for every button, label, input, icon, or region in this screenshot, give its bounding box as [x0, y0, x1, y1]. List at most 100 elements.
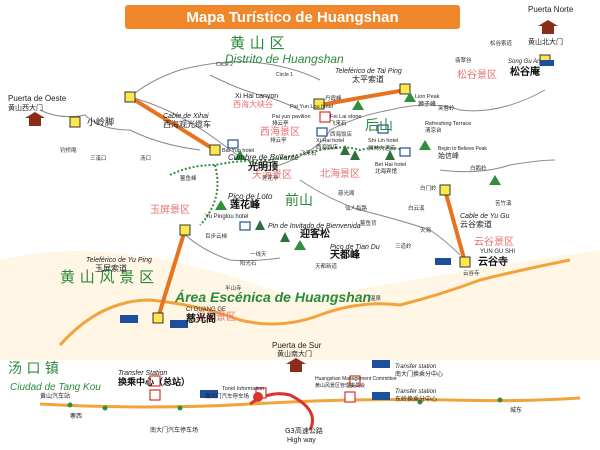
cable-yuping — [156, 229, 187, 319]
transfer-left-cn: 换乘中心（总站） — [118, 376, 190, 388]
small-place-label: 仙人指路 — [345, 204, 368, 212]
small-place-label: 白鹅岭 — [470, 164, 487, 172]
small-place-label: 西海饭店 — [330, 130, 353, 138]
place-baiyun-es: Bai Yun hotel — [222, 148, 254, 154]
small-place-label: 鳌鱼背 — [360, 219, 377, 227]
highway-en: High way — [287, 437, 316, 444]
district-es: Distrito de Huangshan — [225, 52, 344, 66]
gate-south-icon — [290, 364, 302, 372]
info-es: Tonel Information — [222, 386, 264, 392]
trail-loto — [199, 164, 219, 226]
rail-cn: 寨西 — [70, 412, 82, 420]
cable-yuping-es: Teleférico de Yu Ping — [86, 257, 152, 264]
transfer-right-es: Transfer station — [395, 364, 437, 370]
town-cn: 汤 口 镇 — [8, 361, 59, 377]
small-place-label: 半山寺 — [225, 284, 242, 292]
info-cn: 南大门汽车停车场 — [205, 392, 250, 400]
place-guangming-es: Cumbre de Brillante — [228, 153, 299, 162]
peak-danxia-icon — [352, 100, 364, 110]
place-paiyun-cn: 排云亭 — [272, 119, 289, 127]
highway-cn: G3高速公路 — [285, 426, 323, 435]
mgmt-cn: 黄山风景区管理委员会 — [315, 382, 365, 389]
small-place-label: 飞来石 — [300, 149, 317, 157]
town-es: Ciudad de Tang Kou — [10, 382, 101, 393]
bus-icon — [540, 60, 554, 66]
area-qianshan: 前山 — [285, 192, 313, 209]
place-yungu-es: YUN GU SHI — [480, 249, 515, 255]
place-ciguang-cn: 慈光阁 — [186, 312, 216, 325]
gate-west-cn: 黄山西大门 — [8, 103, 43, 112]
gate-south-cn: 黄山南大门 — [277, 349, 312, 358]
bus-icon — [200, 390, 218, 398]
small-place-label: 天海 — [420, 226, 432, 234]
small-place-label: 三道岭 — [395, 242, 412, 250]
place-shilin-es: Shi Lin hotel — [368, 138, 398, 144]
station-xihai-low — [124, 91, 136, 103]
waypoint-icon — [417, 399, 423, 405]
small-place-label: 白云溪 — [408, 204, 425, 212]
area-beihai: 北海景区 — [320, 167, 360, 180]
waypoint-icon — [67, 402, 73, 408]
peak-believe-icon — [419, 140, 431, 150]
gate-south-icon — [286, 358, 306, 364]
circle-road — [129, 61, 321, 98]
small-place-label: 一线天 — [250, 250, 267, 258]
area-yuping: 玉屏景区 — [150, 204, 190, 216]
parking-icon — [319, 111, 331, 123]
place-lion-es: Lion Peak — [415, 94, 440, 100]
cable-taiping — [319, 88, 406, 107]
hotel-yuping-icon — [239, 221, 251, 231]
place-yingke-cn: 迎客松 — [300, 227, 330, 240]
peak-markers — [215, 92, 501, 250]
cable-yugu — [443, 189, 467, 263]
hotel-xihai-icon — [316, 127, 328, 137]
place-feilai-cn: 飞来石 — [330, 119, 347, 127]
place-circle2-es: Circle 2 — [216, 62, 233, 68]
bus-icon — [435, 258, 451, 265]
scenic-paths — [58, 258, 571, 346]
place-feilai-es: Fei Lai stone — [330, 114, 362, 120]
scenic-es: Área Escénica de Huangshan — [174, 289, 371, 305]
hotel-beihai-icon — [399, 147, 411, 157]
station-yuping-high — [179, 224, 191, 236]
cable-taiping-es: Teleférico de Tai Ping — [335, 68, 402, 75]
scenic-terrain — [0, 250, 600, 360]
east-road — [439, 159, 556, 173]
place-yingke-es: Pin de Invitado de Bienvenida — [268, 223, 361, 230]
station-taiping-low — [313, 98, 325, 110]
peak-lion-icon — [404, 92, 416, 102]
map-title: Mapa Turístico de Huangshan — [125, 5, 460, 29]
place-xihaihotel-cn: 西海饭店 — [316, 143, 339, 151]
hotel-markers — [227, 124, 411, 231]
small-place-label: 汤口 — [140, 154, 151, 162]
cable-xihai-cn: 西海观光缆车 — [163, 119, 211, 129]
canyon-cn: 西海大峡谷 — [233, 99, 273, 109]
place-songguan-cn: 松谷庵 — [510, 65, 541, 78]
small-place-label: 芙蓉岭 — [438, 104, 455, 112]
station-taiping-high — [399, 83, 411, 95]
cable-taiping-cn: 太平索道 — [352, 74, 384, 84]
place-loto-cn: 莲花峰 — [230, 198, 261, 211]
station-yugu-high — [439, 184, 451, 196]
gate-south-es: Puerta de Sur — [272, 341, 322, 350]
trail-summit — [169, 146, 406, 176]
place-yungu-cn: 云谷寺 — [478, 255, 508, 268]
town-small-cn: 城东 — [510, 406, 522, 414]
area-songgu: 松谷景区 — [457, 68, 497, 81]
canyon-es: Xi Hai canyon — [235, 93, 278, 100]
hiking-trail — [169, 146, 406, 226]
small-place-label: 钓桥庵 — [60, 146, 77, 154]
place-shilin-cn: 狮林大酒店 — [368, 144, 396, 152]
area-yungu: 云谷景区 — [474, 236, 514, 248]
cableways — [128, 88, 467, 319]
north-road — [129, 89, 546, 167]
gate-north-cn: 黄山北大门 — [528, 37, 563, 46]
small-place-label: 翡翠谷 — [455, 56, 472, 64]
area-houshan: 后山 — [365, 118, 393, 134]
cable-xihai-es: Cable de Xihai — [163, 113, 209, 120]
bus-cn: 黄山汽车站 — [40, 392, 70, 400]
transfer-right-cn: 南大门换乘分中心 — [395, 370, 443, 378]
place-songguan-es: Song Gu An — [508, 59, 541, 65]
inner-road — [209, 74, 301, 111]
place-beihai-es: Bei Hai hotel — [375, 162, 406, 168]
